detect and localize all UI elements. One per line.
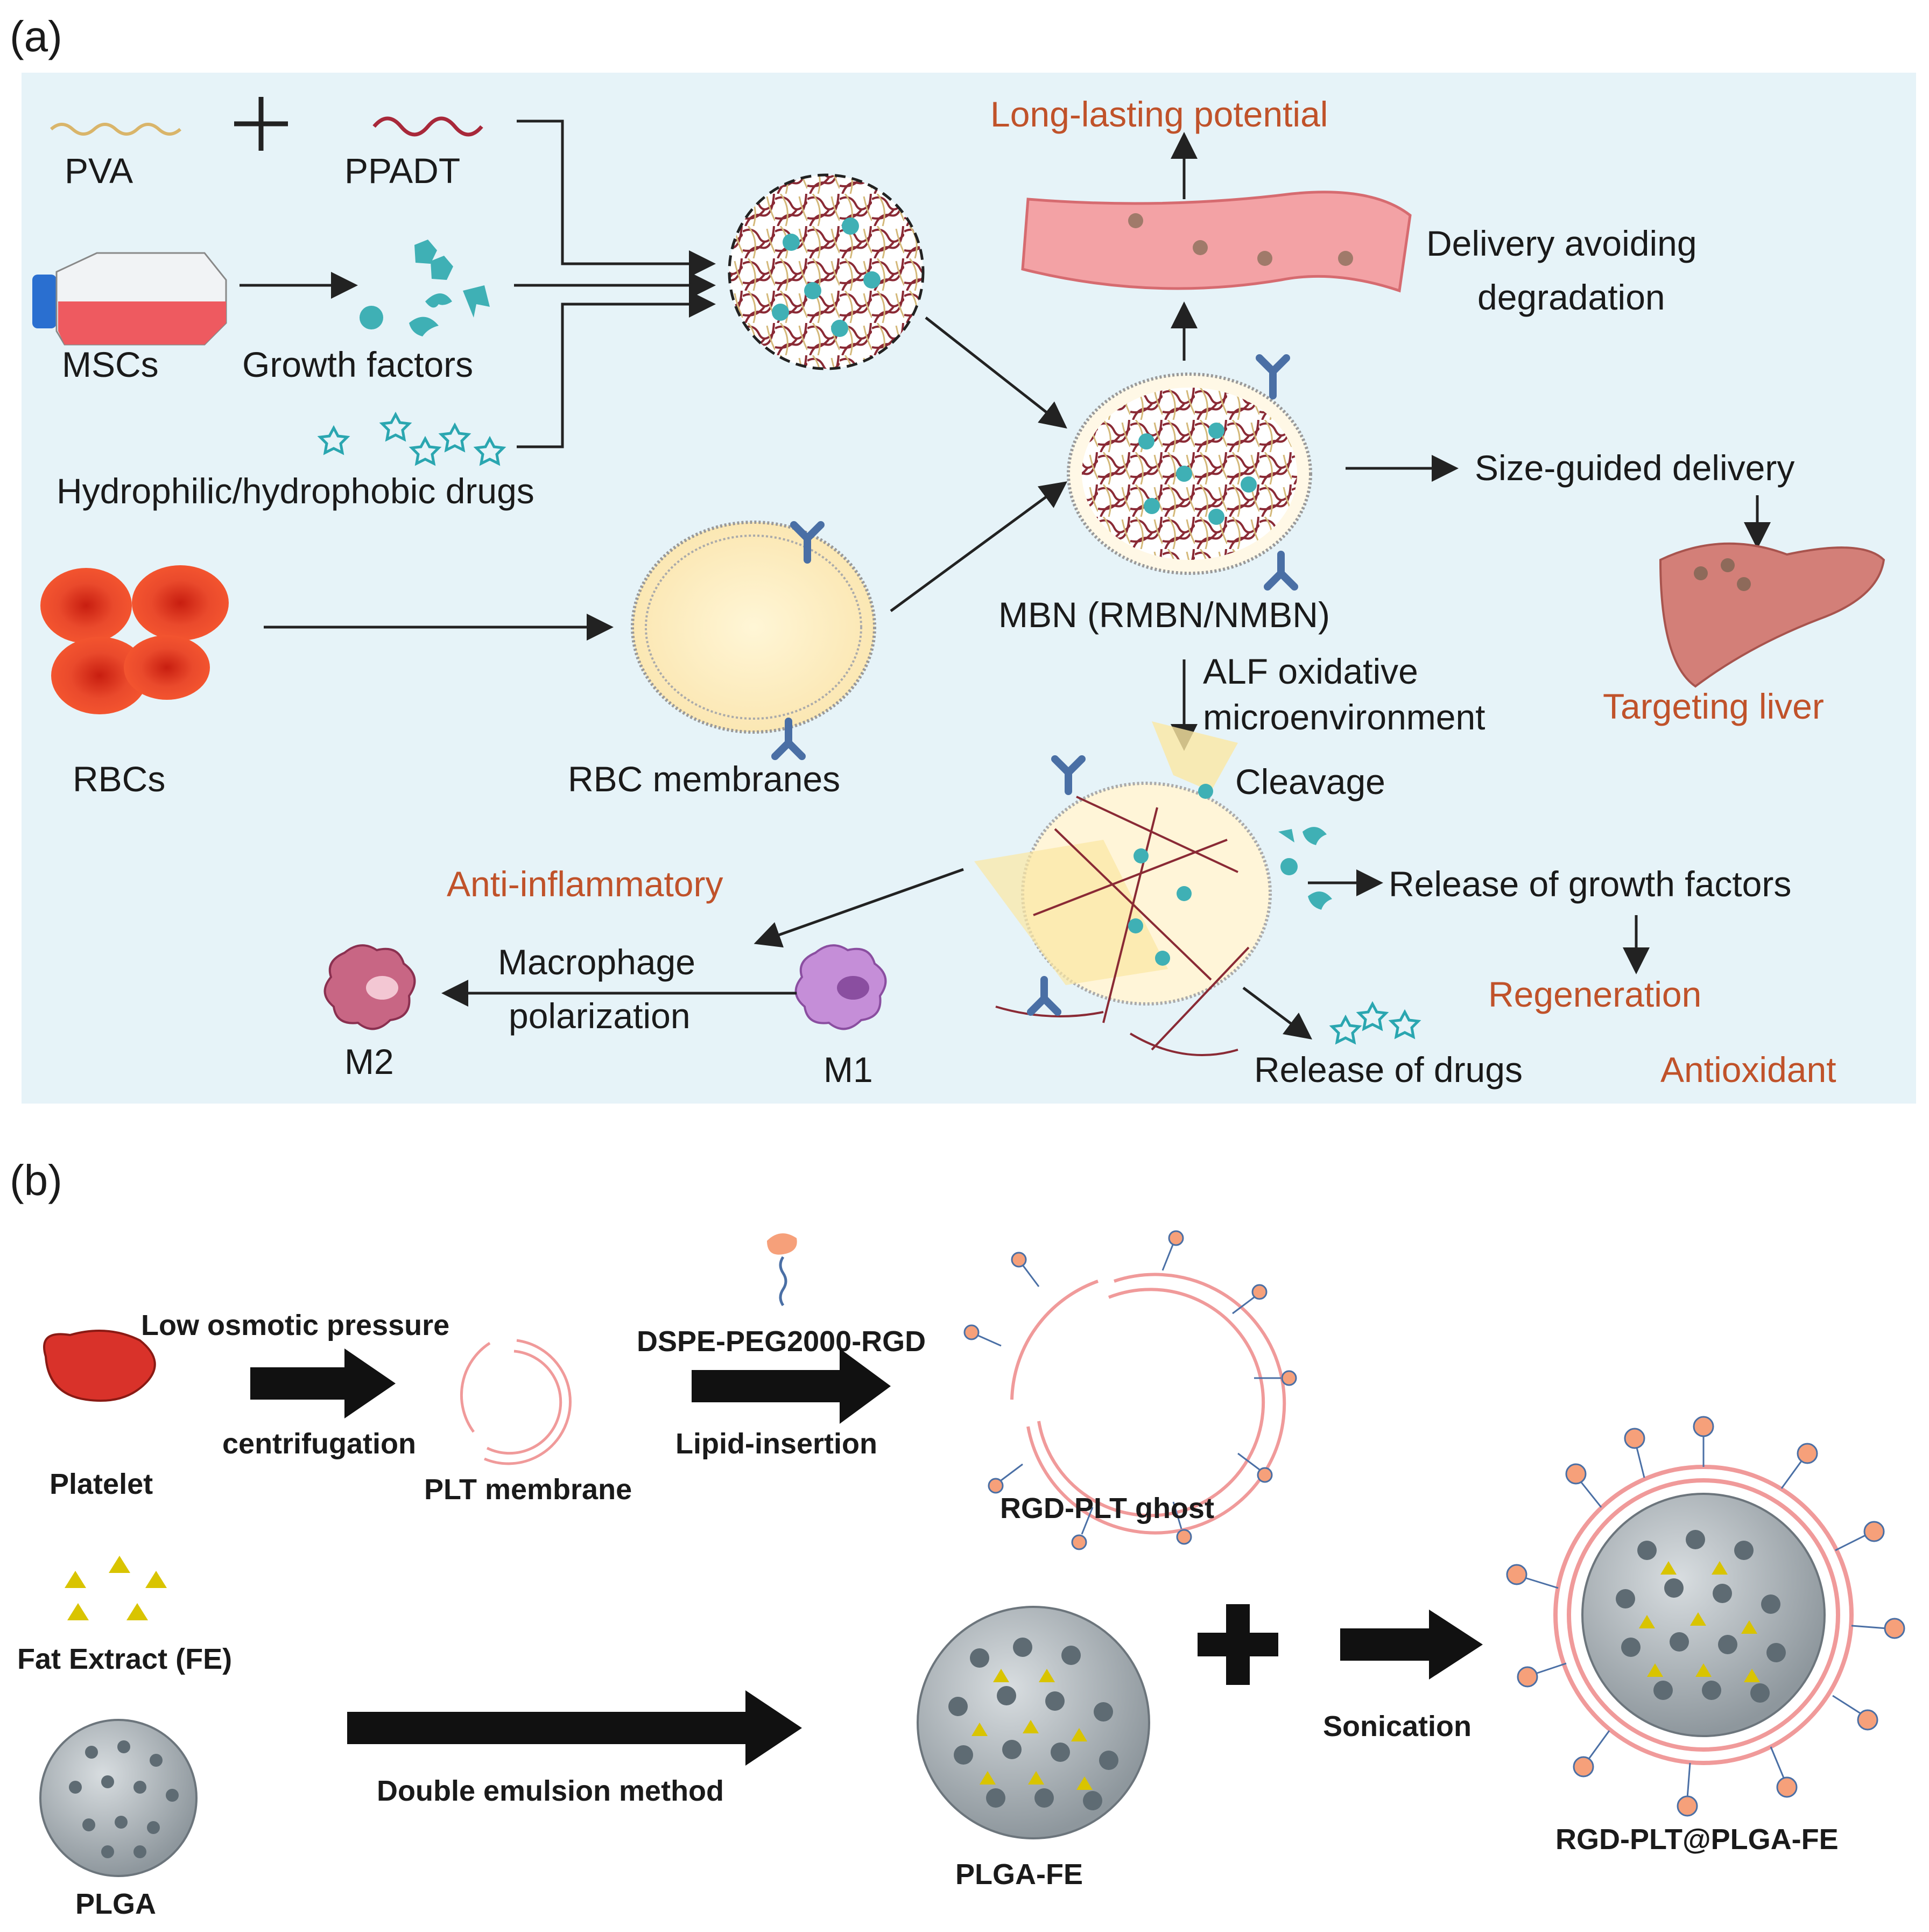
released-drugs-icon <box>1329 1001 1421 1045</box>
arrow-drugs-to-np <box>517 291 716 448</box>
plus-icon <box>234 97 288 151</box>
anti-inflammatory-label: Anti-inflammatory <box>447 864 723 904</box>
drugs-label: Hydrophilic/hydrophobic drugs <box>57 471 534 511</box>
rgd-plt-ghost-icon <box>963 1230 1297 1550</box>
size-guided-label: Size-guided delivery <box>1475 448 1794 488</box>
ppadt-polymer-icon <box>372 116 483 137</box>
growth-factors-label: Growth factors <box>242 345 473 384</box>
regeneration-label: Regeneration <box>1488 974 1701 1014</box>
plga-fe-label: PLGA-FE <box>955 1858 1083 1891</box>
long-lasting-label: Long-lasting potential <box>990 94 1328 134</box>
plga-label: PLGA <box>75 1888 156 1920</box>
fat-extract-label: Fat Extract (FE) <box>17 1643 232 1675</box>
dspe-lipid-icon <box>767 1233 797 1306</box>
plus-icon-b <box>1198 1604 1278 1685</box>
release-gf-label: Release of growth factors <box>1389 864 1791 904</box>
microenvironment-label: microenvironment <box>1203 697 1486 737</box>
plga-fe-sphere-icon <box>917 1606 1150 1839</box>
cleavage-label: Cleavage <box>1235 762 1385 802</box>
antioxidant-label: Antioxidant <box>1660 1050 1836 1090</box>
arrow-membrane-to-ghost <box>692 1348 891 1424</box>
rbc-membranes-label: RBC membranes <box>568 759 840 799</box>
arrow-polymers-to-np <box>517 120 716 277</box>
blood-vessel-icon <box>1021 191 1412 293</box>
release-drugs-label: Release of drugs <box>1254 1050 1523 1090</box>
rbc-cells-icon <box>40 565 229 714</box>
liver-icon <box>1659 542 1885 688</box>
rbcs-label: RBCs <box>73 759 165 799</box>
arrow-platelet-to-membrane <box>250 1348 396 1418</box>
rgd-plt-plga-fe-icon <box>1506 1416 1905 1817</box>
mscs-label: MSCs <box>62 345 159 384</box>
drug-stars-icon <box>317 411 506 466</box>
plt-membrane-icon <box>460 1339 572 1465</box>
rgd-ghost-label: RGD-PLT ghost <box>1000 1492 1214 1524</box>
platelet-label: Platelet <box>50 1468 153 1500</box>
cleaved-mbn-particle <box>974 721 1272 1056</box>
double-emulsion-label: Double emulsion method <box>377 1775 724 1807</box>
mbn-nanoparticle <box>1067 354 1312 591</box>
macrophage-label: Macrophage <box>498 942 695 982</box>
m2-macrophage-icon <box>323 944 416 1030</box>
centrifugation-label: centrifugation <box>222 1428 416 1460</box>
delivery-avoiding-label: Delivery avoiding <box>1426 223 1697 263</box>
plt-membrane-label: PLT membrane <box>424 1473 632 1506</box>
degradation-label: degradation <box>1477 277 1665 317</box>
lipid-insertion-label: Lipid-insertion <box>675 1428 877 1460</box>
m2-label: M2 <box>344 1042 394 1081</box>
arrow-np-to-mbn <box>925 317 1067 429</box>
rgd-plt-plga-fe-label: RGD-PLT@PLGA-FE <box>1555 1823 1839 1856</box>
m1-label: M1 <box>823 1050 873 1090</box>
arrow-to-release-drugs <box>1242 987 1312 1039</box>
arrow-membrane-to-mbn <box>890 481 1068 613</box>
released-growth-factors-icon <box>1278 827 1332 910</box>
m1-macrophage-icon <box>794 944 887 1030</box>
pva-label: PVA <box>65 151 133 191</box>
pva-polymer-icon <box>50 123 182 136</box>
arrow-plga-to-plgafe <box>347 1690 802 1766</box>
rbc-membrane-vesicle <box>631 521 876 760</box>
low-osmotic-label: Low osmotic pressure <box>141 1309 449 1341</box>
plga-sphere-icon <box>39 1719 198 1877</box>
ppadt-label: PPADT <box>344 151 460 191</box>
targeting-liver-label: Targeting liver <box>1603 686 1824 726</box>
polarization-label: polarization <box>509 996 691 1036</box>
dspe-label: DSPE-PEG2000-RGD <box>637 1325 926 1358</box>
arrow-to-final <box>1340 1610 1483 1680</box>
fat-extract-icon <box>65 1556 167 1620</box>
platelet-icon <box>43 1330 156 1402</box>
mbn-label: MBN (RMBN/NMBN) <box>998 595 1330 635</box>
arrow-to-anti-inflammatory <box>754 868 964 948</box>
polymer-nanoparticle <box>728 173 925 370</box>
alf-label: ALF oxidative <box>1203 651 1418 691</box>
growth-factors-icon <box>360 240 490 336</box>
antibody-icon <box>790 521 825 564</box>
panel-b-label: (b) <box>10 1156 62 1204</box>
panel-a-background <box>22 73 1916 1104</box>
flask-icon <box>32 252 227 346</box>
sonication-label: Sonication <box>1323 1710 1472 1743</box>
panel-a-label: (a) <box>10 12 62 60</box>
